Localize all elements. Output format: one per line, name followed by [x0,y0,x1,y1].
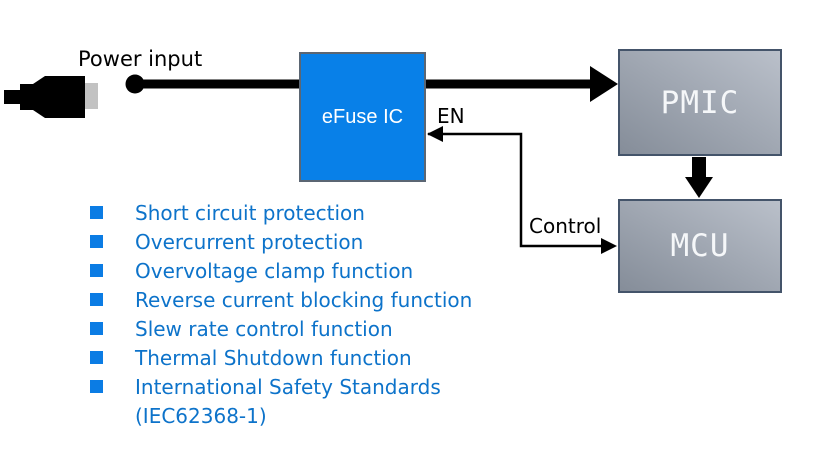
bullet-square-icon [90,293,103,306]
efuse-to-pmic-arrowhead-icon [590,66,618,102]
feature-item-label: Overcurrent protection [135,230,364,254]
feature-item-label: International Safety Standards (IEC62368… [135,375,441,428]
feature-item-label: Thermal Shutdown function [135,346,412,370]
feature-item-label: Reverse current blocking function [135,288,473,312]
feature-item: Slew rate control function [88,315,568,344]
feature-item: Overvoltage clamp function [88,257,568,286]
en-arrowhead-icon [427,126,443,142]
feature-item: Short circuit protection [88,199,568,228]
bullet-square-icon [90,235,103,248]
feature-item-label: Slew rate control function [135,317,393,341]
control-arrowhead-icon [601,238,617,254]
bullet-square-icon [90,206,103,219]
bullet-square-icon [90,351,103,364]
control-signal-label: Control [529,214,602,238]
efuse-ic-block: eFuse IC [299,52,426,182]
feature-item: Overcurrent protection [88,228,568,257]
en-control-line [428,132,614,248]
feature-item-label: Short circuit protection [135,201,365,225]
pmic-to-mcu-arrowhead-icon [685,177,713,198]
mcu-label: MCU [670,228,730,264]
bullet-square-icon [90,264,103,277]
feature-item: Reverse current blocking function [88,286,568,315]
en-signal-label: EN [437,104,465,128]
bullet-square-icon [90,322,103,335]
bullet-square-icon [90,380,103,393]
mcu-block: MCU [618,199,782,293]
feature-list: Short circuit protection Overcurrent pro… [88,199,568,431]
pmic-label: PMIC [660,84,740,121]
feature-item-label: Overvoltage clamp function [135,259,414,283]
pmic-block: PMIC [618,49,782,156]
feature-item: International Safety Standards (IEC62368… [88,373,568,431]
usb-plug-icon [4,76,98,118]
power-input-label: Power input [78,47,203,71]
feature-item: Thermal Shutdown function [88,344,568,373]
efuse-ic-label: eFuse IC [321,105,404,128]
